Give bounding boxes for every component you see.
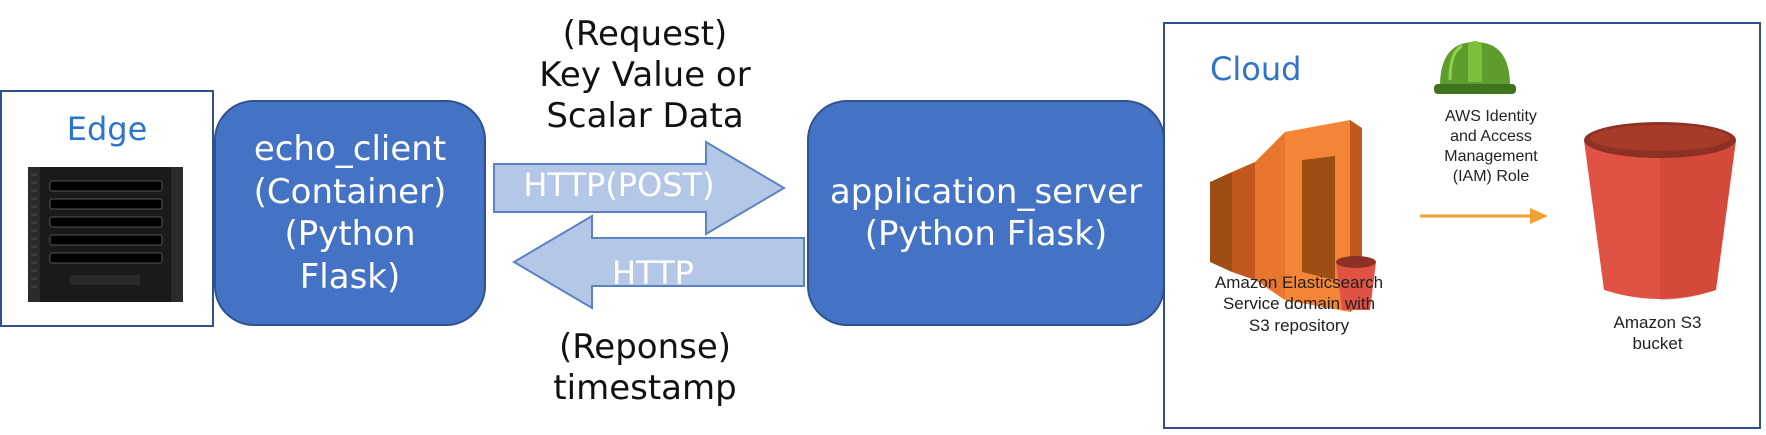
iam-arrow-icon [1420, 208, 1548, 224]
cloud-label: Cloud [1210, 50, 1302, 88]
edge-panel [0, 90, 214, 327]
response-line-1: (Reponse) [558, 327, 732, 367]
elasticsearch-icon [1210, 120, 1376, 312]
iam-line-1: AWS Identity [1445, 108, 1537, 125]
echo-client-node: echo_client (Container) (Python Flask) [214, 100, 486, 326]
cloud-panel [1163, 22, 1761, 429]
s3-bucket-icon [1584, 122, 1736, 300]
client-line-2: (Container) [253, 171, 447, 212]
server-line-1: application_server [829, 171, 1143, 212]
post-arrow-label: HTTP(POST) [523, 166, 715, 204]
edge-device-icon [28, 167, 183, 302]
http-arrow [512, 214, 805, 310]
server-line-2: (Python Flask) [864, 214, 1108, 254]
post-arrow [493, 140, 786, 236]
request-line-2: Key Value or [539, 54, 751, 95]
request-line-1: (Request) [562, 14, 728, 54]
response-line-2: timestamp [553, 367, 737, 408]
iam-line-4: (IAM) Role [1452, 168, 1530, 185]
http-arrow-label: HTTP [612, 254, 694, 292]
elasticsearch-caption: Amazon Elasticsearch Service domain with… [1184, 272, 1414, 336]
client-line-3: (Python [284, 214, 416, 254]
es-line-2: Service domain with [1222, 294, 1376, 314]
application-server-node: application_server (Python Flask) [807, 100, 1165, 326]
request-line-3: Scalar Data [546, 95, 744, 136]
es-line-1: Amazon Elasticsearch [1214, 273, 1384, 292]
client-line-4: Flask) [299, 256, 401, 297]
s3-line-2: bucket [1632, 334, 1683, 354]
edge-label: Edge [66, 110, 148, 148]
request-caption: (Request) Key Value or Scalar Data [520, 14, 770, 136]
response-caption: (Reponse) timestamp [520, 327, 770, 409]
s3-caption: Amazon S3 bucket [1575, 312, 1740, 355]
iam-helmet-icon [1434, 41, 1516, 94]
es-line-3: S3 repository [1248, 315, 1350, 335]
iam-line-3: Management [1444, 148, 1538, 165]
iam-line-2: and Access [1450, 128, 1532, 145]
s3-line-1: Amazon S3 [1613, 313, 1702, 332]
iam-caption: AWS Identity and Access Management (IAM)… [1396, 107, 1586, 187]
arrows-layer [493, 140, 805, 310]
client-line-1: echo_client [253, 129, 447, 169]
